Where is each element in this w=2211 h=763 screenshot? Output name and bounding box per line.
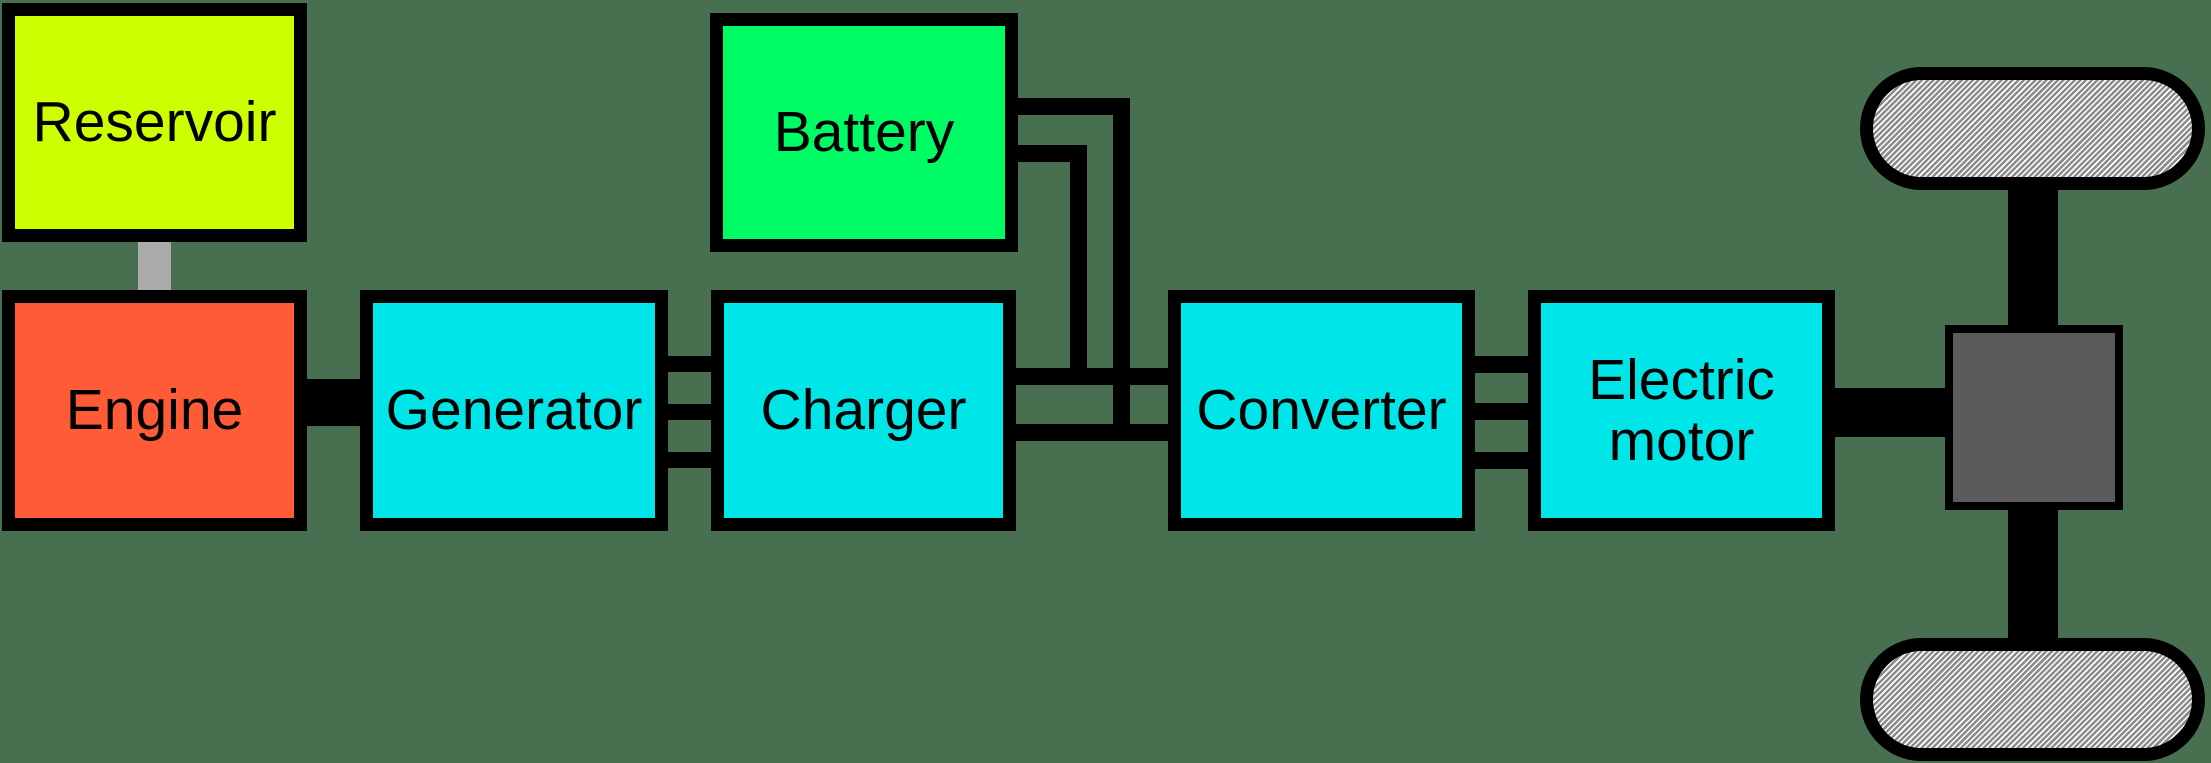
battery-wire-lower-horizontal	[1016, 145, 1087, 162]
differential-gearbox-node	[1945, 325, 2123, 510]
converter-motor-line-3	[1472, 452, 1531, 469]
bottom-wheel-axle	[2008, 503, 2058, 643]
charger-converter-line-1	[1014, 368, 1171, 385]
bottom-wheel	[1860, 638, 2205, 761]
battery-node: Battery	[710, 13, 1018, 252]
battery-wire-upper-horizontal	[1016, 98, 1130, 115]
engine-label: Engine	[65, 378, 244, 443]
reservoir-label: Reservoir	[32, 90, 277, 155]
generator-node: Generator	[360, 290, 668, 531]
engine-node: Engine	[2, 290, 307, 531]
reservoir-engine-fuel-line	[138, 240, 171, 292]
electric-motor-label: Electric motor	[1588, 348, 1775, 473]
converter-motor-line-1	[1472, 356, 1531, 373]
battery-wire-lower-vertical	[1070, 145, 1087, 385]
generator-label: Generator	[385, 378, 643, 443]
battery-label: Battery	[773, 100, 955, 165]
motor-differential-shaft	[1832, 388, 1947, 437]
electric-motor-node: Electric motor	[1528, 290, 1835, 531]
battery-wire-upper-vertical	[1113, 98, 1130, 441]
charger-node: Charger	[711, 290, 1016, 531]
converter-node: Converter	[1168, 290, 1475, 531]
generator-charger-line-1	[666, 356, 714, 372]
top-wheel-axle	[2008, 185, 2058, 330]
top-wheel	[1860, 67, 2205, 190]
reservoir-node: Reservoir	[2, 3, 307, 242]
converter-motor-line-2	[1472, 403, 1531, 420]
converter-label: Converter	[1196, 378, 1447, 443]
generator-charger-line-2	[666, 404, 714, 420]
charger-label: Charger	[760, 378, 967, 443]
engine-generator-shaft	[303, 379, 363, 426]
charger-converter-line-2	[1014, 424, 1171, 441]
generator-charger-line-3	[666, 452, 714, 468]
